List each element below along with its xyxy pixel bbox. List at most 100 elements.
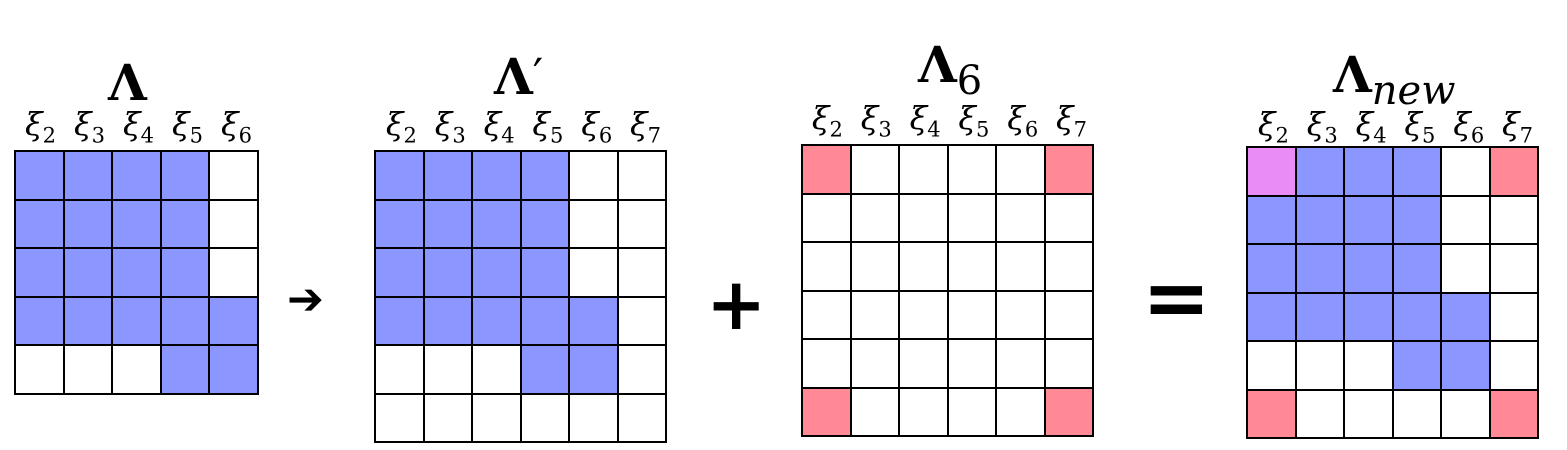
matrix-cell bbox=[1045, 194, 1092, 241]
matrix-cell bbox=[1393, 196, 1440, 243]
matrix-cell bbox=[618, 346, 665, 393]
matrix-cell bbox=[1045, 243, 1092, 290]
matrix-cell bbox=[570, 200, 617, 247]
matrix-cell bbox=[570, 394, 617, 441]
column-label-subscript: 5 bbox=[1422, 123, 1436, 148]
matrix-cell bbox=[1345, 293, 1392, 340]
column-label-subscript: 4 bbox=[501, 123, 515, 148]
matrix-cell bbox=[210, 249, 257, 296]
matrix-cell bbox=[948, 194, 995, 241]
matrix-cell bbox=[948, 243, 995, 290]
column-label: ξ3 bbox=[1298, 108, 1347, 146]
column-label-subscript: 7 bbox=[1073, 117, 1088, 142]
matrix-cell bbox=[997, 340, 1044, 387]
column-label-symbol: ξ bbox=[860, 99, 879, 137]
matrix-cell bbox=[1248, 293, 1295, 340]
matrix-cell bbox=[851, 146, 898, 193]
matrix-cell bbox=[210, 152, 257, 199]
equals-operator: = bbox=[1142, 251, 1211, 346]
matrix-cell bbox=[1345, 390, 1392, 437]
matrix-cell bbox=[803, 194, 850, 241]
column-label-subscript: 4 bbox=[140, 123, 154, 148]
column-label-subscript: 2 bbox=[42, 123, 56, 148]
lambda-new-matrix bbox=[1246, 146, 1539, 439]
matrix-cell bbox=[948, 340, 995, 387]
matrix-cell bbox=[210, 200, 257, 248]
matrix-cell bbox=[948, 291, 995, 338]
matrix-cell bbox=[803, 340, 850, 387]
matrix-cell bbox=[1490, 342, 1537, 389]
column-label-symbol: ξ bbox=[1404, 105, 1423, 143]
matrix-cell bbox=[64, 346, 112, 393]
matrix-cell bbox=[1393, 293, 1440, 340]
matrix-cell bbox=[376, 394, 423, 441]
column-label: ξ7 bbox=[1047, 102, 1096, 140]
matrix-cell bbox=[618, 200, 665, 247]
column-label: ξ3 bbox=[852, 102, 901, 140]
matrix-cell bbox=[997, 243, 1044, 290]
lambda-6-title: Λ6 bbox=[918, 40, 982, 102]
matrix-cell bbox=[210, 346, 257, 393]
matrix-cell bbox=[424, 297, 471, 344]
column-label-subscript: 5 bbox=[550, 123, 564, 148]
matrix-cell bbox=[1248, 342, 1295, 389]
matrix-cell bbox=[1045, 388, 1092, 435]
matrix-cell bbox=[570, 346, 617, 393]
matrix-cell bbox=[521, 200, 568, 247]
lambda-new-subscript: new bbox=[1371, 68, 1456, 114]
matrix-cell bbox=[64, 200, 112, 248]
column-label-subscript: 3 bbox=[452, 123, 466, 148]
column-label-symbol: ξ bbox=[909, 99, 928, 137]
matrix-cell bbox=[1442, 293, 1489, 340]
matrix-cell bbox=[948, 146, 995, 193]
column-label: ξ2 bbox=[803, 102, 852, 140]
matrix-cell bbox=[113, 346, 160, 393]
matrix-cell bbox=[618, 394, 665, 441]
matrix-cell bbox=[1296, 293, 1343, 340]
matrix-cell bbox=[161, 249, 209, 296]
matrix-cell bbox=[473, 200, 520, 247]
lambda-new-title: Λnew bbox=[1333, 50, 1455, 112]
matrix-cell bbox=[1490, 148, 1537, 195]
lambda-title-text: Λ bbox=[108, 53, 147, 112]
column-label: ξ4 bbox=[1347, 108, 1396, 146]
column-label-symbol: ξ bbox=[630, 105, 648, 143]
matrix-cell bbox=[113, 249, 160, 296]
matrix-cell bbox=[473, 249, 520, 296]
column-label: ξ3 bbox=[65, 108, 114, 146]
lambda-prime-prime-mark: ′ bbox=[532, 48, 544, 102]
column-label-symbol: ξ bbox=[1502, 105, 1520, 143]
matrix-cell bbox=[1393, 148, 1440, 195]
matrix-cell bbox=[473, 346, 520, 393]
matrix-cell bbox=[1296, 148, 1343, 195]
matrix-cell bbox=[16, 346, 63, 393]
matrix-cell bbox=[1248, 390, 1295, 437]
matrix-cell bbox=[64, 249, 112, 296]
matrix-cell bbox=[424, 394, 471, 441]
matrix-cell bbox=[803, 243, 850, 290]
lambda-6-title-text: Λ bbox=[918, 35, 957, 94]
column-label: ξ5 bbox=[1395, 108, 1444, 146]
column-label-subscript: 6 bbox=[238, 123, 252, 148]
matrix-cell bbox=[900, 291, 947, 338]
matrix-cell bbox=[997, 291, 1044, 338]
matrix-cell bbox=[16, 200, 63, 248]
matrix-cell bbox=[113, 297, 160, 345]
column-label-symbol: ξ bbox=[74, 105, 92, 143]
column-label-symbol: ξ bbox=[1306, 105, 1325, 143]
matrix-cell bbox=[1045, 291, 1092, 338]
column-label-subscript: 7 bbox=[1519, 123, 1534, 148]
matrix-cell bbox=[16, 297, 63, 345]
column-label: ξ2 bbox=[1249, 108, 1298, 146]
matrix-cell bbox=[1442, 342, 1489, 389]
column-label-symbol: ξ bbox=[172, 105, 190, 143]
matrix-cell bbox=[16, 249, 63, 296]
matrix-cell bbox=[521, 249, 568, 296]
column-label: ξ5 bbox=[523, 108, 572, 146]
matrix-cell bbox=[851, 340, 898, 387]
matrix-cell bbox=[618, 297, 665, 344]
matrix-cell bbox=[851, 388, 898, 435]
column-label-symbol: ξ bbox=[1453, 105, 1471, 143]
column-label-subscript: 6 bbox=[598, 123, 613, 148]
lambda-6-matrix bbox=[801, 144, 1094, 437]
